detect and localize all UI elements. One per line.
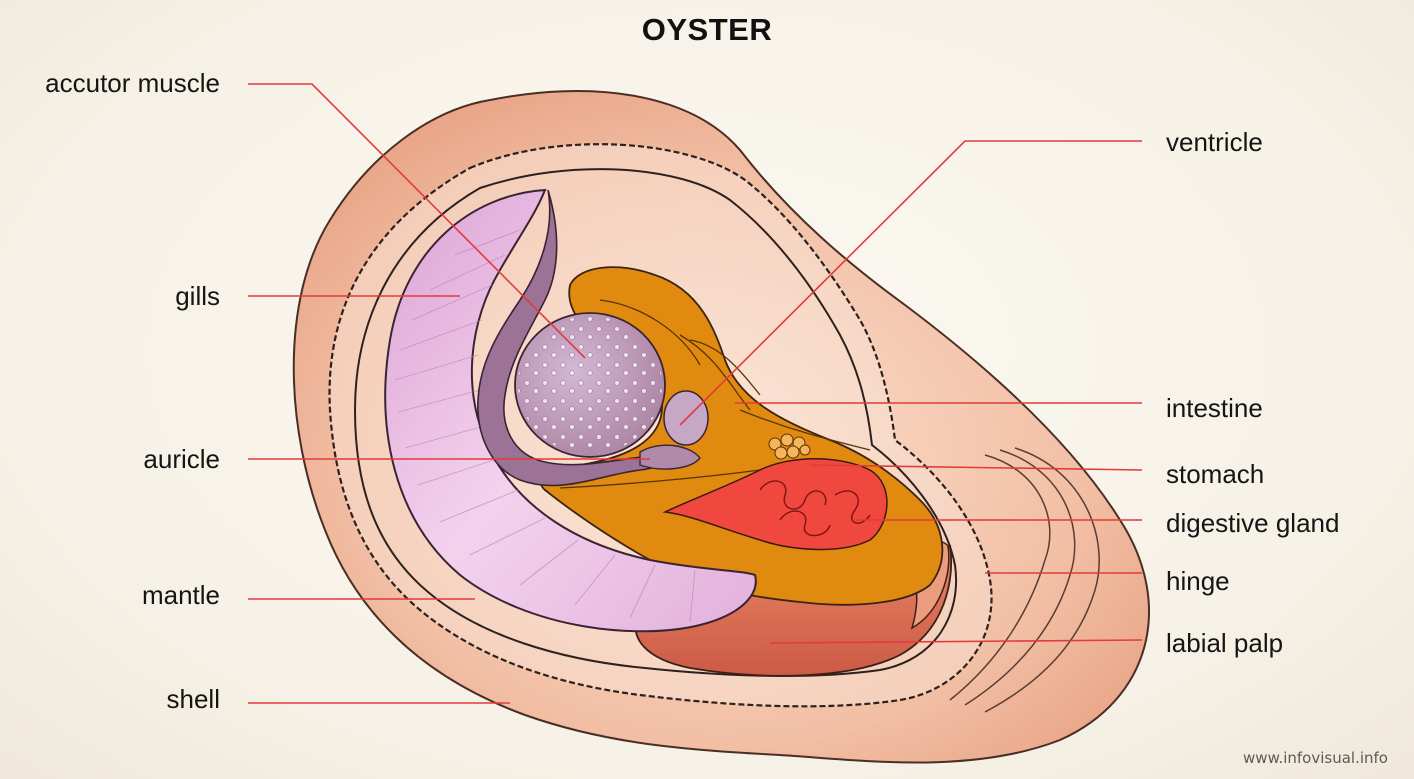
label-auricle: auricle xyxy=(0,444,220,474)
label-intestine: intestine xyxy=(1166,393,1263,423)
label-labial-palp: labial palp xyxy=(1166,628,1283,658)
label-mantle: mantle xyxy=(0,580,220,610)
source-credit: www.infovisual.info xyxy=(1243,749,1388,767)
label-hinge: hinge xyxy=(1166,566,1230,596)
diagram-title: OYSTER xyxy=(0,12,1414,48)
label-ventricle: ventricle xyxy=(1166,127,1263,157)
label-stomach: stomach xyxy=(1166,459,1264,489)
label-shell: shell xyxy=(0,684,220,714)
label-digestive-gland: digestive gland xyxy=(1166,508,1339,538)
label-gills: gills xyxy=(0,281,220,311)
label-adductor-muscle: accutor muscle xyxy=(0,68,220,98)
